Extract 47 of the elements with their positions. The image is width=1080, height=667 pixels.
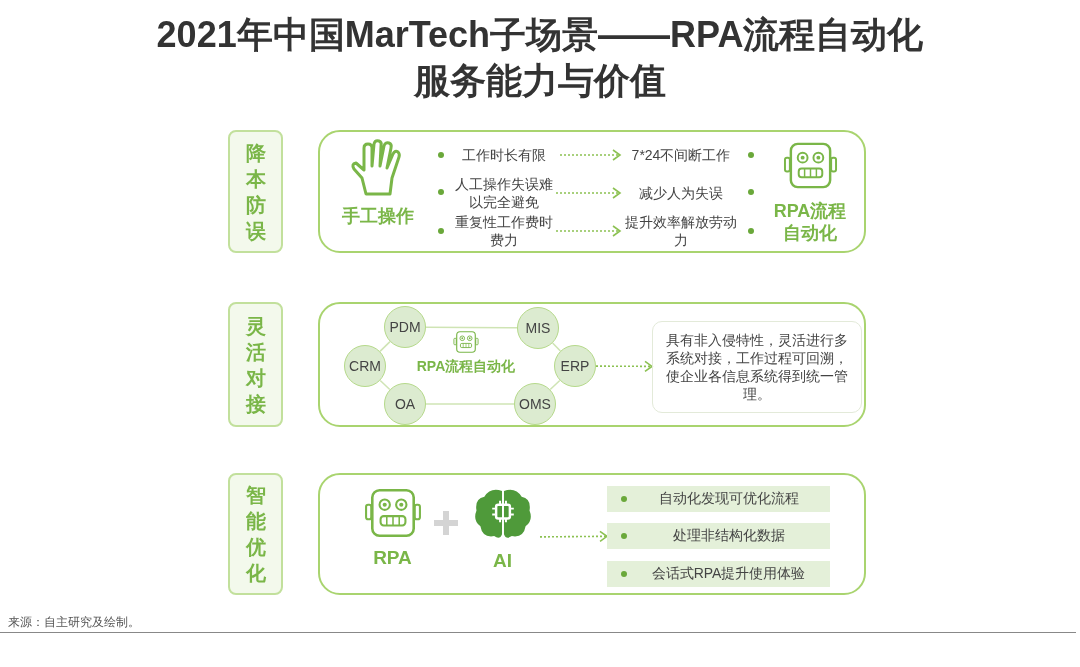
category-tab [228,130,283,253]
list-text: 人工操作失误难以完全避免 [452,174,556,212]
source-note: 来源：自主研究及绘制。 [8,614,140,631]
system-circle: CRM [344,345,386,387]
icon-caption: RPA流程自动化 [416,358,516,375]
arrow [595,360,653,373]
system-circle: MIS [517,307,559,349]
icon-caption: RPA流程自动化 [772,201,848,245]
feature-text: 会话式RPA提升使用体验 [650,565,807,583]
title: 2021年中国MarTech子场景——RPA流程自动化服务能力与价值 [155,13,925,103]
icon-caption: RPA [373,547,412,570]
connector-line [549,379,561,391]
system-circle: OA [384,383,426,425]
icon-caption: AI [493,550,512,573]
feature-bar [607,486,830,512]
icon-caption: 手工操作 [341,206,414,228]
connector-line [425,326,518,329]
description-text: 具有非入侵特性，灵活进行多系统对接，工作过程可回溯，使企业各信息系统得到统一管理。 [665,331,849,403]
connector-line [379,340,391,353]
panel-card [318,302,866,427]
description-box [652,321,862,413]
category-tab [228,302,283,427]
list-text: 工作时长有限 [448,144,560,166]
category-label: 降本防误 [245,140,266,244]
feature-text: 处理非结构化数据 [671,527,786,545]
system-circle: PDM [384,306,426,348]
connector-line [425,403,515,405]
list-text: 7*24不间断工作 [620,144,742,166]
list-text: 重复性工作费时费力 [452,212,556,250]
category-label: 灵活对接 [245,313,266,417]
arrow [559,149,621,161]
list-text: 提升效率解放劳动力 [620,212,742,250]
list-text: 减少人为失误 [620,174,742,212]
feature-text: 自动化发现可优化流程 [657,490,800,508]
connector-line [379,379,391,391]
connector-line [551,342,562,352]
feature-bar [607,561,830,587]
system-circle: ERP [554,345,596,387]
system-circle: OMS [514,383,556,425]
panel-card [318,130,866,253]
arrow [555,225,621,237]
arrow [539,530,608,543]
feature-bar [607,523,830,549]
panel-card [318,473,866,595]
category-tab [228,473,283,595]
category-label: 智能优化 [245,483,266,586]
arrow [555,187,621,199]
